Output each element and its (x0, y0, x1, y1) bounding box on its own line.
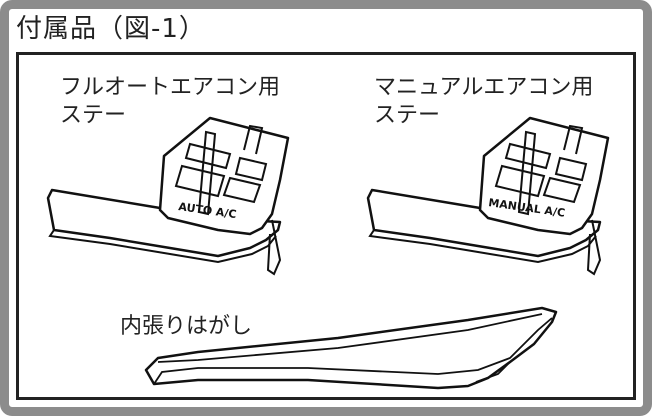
full-auto-stay-label-line1: フルオートエアコン用 (60, 75, 281, 100)
full-auto-stay-label-line2: ステー (60, 103, 127, 128)
manual-stay-label-line1: マニュアルエアコン用 (374, 75, 594, 100)
trim-remover-label: 内張りはがし (120, 314, 253, 339)
manual-stay-label-line2: ステー (374, 103, 441, 128)
trim-remover-illustration (144, 306, 558, 390)
page-title: 付属品（図-1） (16, 14, 206, 44)
manual-stay-illustration: MANUAL A/C (366, 116, 610, 276)
manual-stay-label: マニュアルエアコン用 ステー (374, 74, 593, 130)
full-auto-stay-illustration: AUTO A/C (46, 116, 290, 276)
full-auto-stay-label: フルオートエアコン用 ステー (60, 74, 280, 130)
